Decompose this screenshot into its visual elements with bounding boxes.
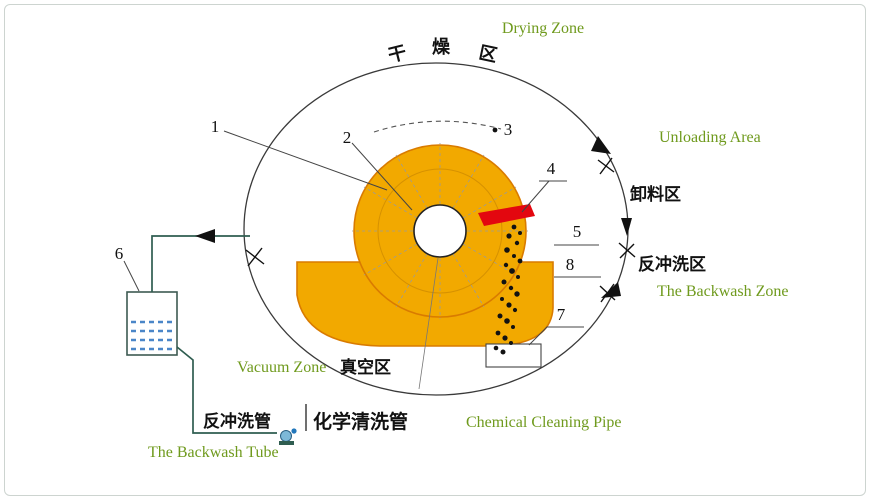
spoke-line <box>363 186 418 219</box>
label-unloading-area-cn: 卸料区 <box>630 184 681 205</box>
particle-dot <box>512 254 516 258</box>
particle-dot <box>495 330 501 336</box>
pump-icon <box>279 428 297 445</box>
particle-dot <box>503 262 509 268</box>
label-vacuum-zone-cn: 真空区 <box>340 357 391 378</box>
particle-dot <box>509 341 513 345</box>
spoke-line <box>452 253 485 308</box>
spoke-line <box>462 186 517 219</box>
pump-body <box>280 430 292 442</box>
particle-dot <box>508 285 514 291</box>
particle-dot <box>506 302 512 308</box>
rotation-arrow-right <box>621 218 632 236</box>
label-unloading-area-en: Unloading Area <box>659 129 761 146</box>
collection-box <box>485 343 542 368</box>
particle-dot <box>502 335 508 341</box>
particle-dot <box>506 233 512 239</box>
label-drying-zone-cn-1: 干 <box>386 42 409 67</box>
scraper-blade <box>478 204 535 226</box>
label-backwash-tube-cn: 反冲洗管 <box>203 411 271 432</box>
backwash-drain-pipe <box>176 346 277 434</box>
label-drying-zone-cn-3: 区 <box>477 42 499 66</box>
pump-valve <box>291 428 297 434</box>
rotation-arc-dot <box>492 127 498 133</box>
callout-leaders <box>123 130 601 346</box>
leader-4 <box>521 180 550 213</box>
zone-tick <box>619 243 635 259</box>
callout-8: 8 <box>566 255 575 274</box>
callout-2: 2 <box>343 128 352 147</box>
spoke-line <box>462 243 517 276</box>
leader-1 <box>223 130 388 191</box>
leader-2 <box>351 142 413 211</box>
callout-5: 5 <box>573 222 582 241</box>
callout-4: 4 <box>547 159 556 178</box>
particle-dot <box>517 258 523 264</box>
zone-tick-left <box>247 247 263 267</box>
label-vacuum-zone-en: Vacuum Zone <box>237 359 326 376</box>
pump-base <box>279 441 294 445</box>
particle-dot <box>504 247 510 253</box>
particle-dot <box>511 224 517 230</box>
particle-dot <box>501 279 507 285</box>
callout-numbers: 1 2 3 4 5 6 7 8 <box>115 117 582 324</box>
particle-dot <box>516 275 520 279</box>
label-drying-zone-cn-2: 燥 <box>432 37 451 58</box>
spoke-line <box>452 154 485 209</box>
rotation-arrow-top <box>591 136 611 154</box>
backwash-supply-pipe <box>151 235 250 292</box>
backwash-tank-water <box>131 320 173 351</box>
callout-6: 6 <box>115 244 124 263</box>
zone-tick <box>600 283 615 303</box>
spoke-line <box>395 154 428 209</box>
leader-6 <box>123 260 140 292</box>
callout-7: 7 <box>557 305 566 324</box>
particle-dot <box>497 313 503 319</box>
callout-3: 3 <box>504 120 513 139</box>
particle-dot <box>514 291 520 297</box>
label-backwash-tube-en: The Backwash Tube <box>148 444 279 461</box>
flow-arrow-left <box>195 229 215 243</box>
discharge-particles <box>493 224 523 355</box>
backwash-tank <box>126 291 178 356</box>
particle-dot <box>493 345 499 351</box>
particle-dot <box>514 240 520 246</box>
label-backwash-zone-cn: 反冲洗区 <box>638 254 706 275</box>
label-chemical-pipe-en: Chemical Cleaning Pipe <box>466 414 622 431</box>
callout-1: 1 <box>211 117 220 136</box>
label-drying-zone-en: Drying Zone <box>502 20 584 37</box>
label-backwash-zone-en: The Backwash Zone <box>657 283 789 300</box>
particle-dot <box>504 318 510 324</box>
disc-ring-inner-line <box>377 168 503 294</box>
leader-7 <box>528 326 584 346</box>
particle-dot <box>500 349 506 355</box>
particle-dot <box>511 325 515 329</box>
zone-tick <box>618 242 636 258</box>
rotation-arc <box>373 120 502 133</box>
particle-dot <box>512 307 518 313</box>
particle-dot <box>518 231 522 235</box>
zone-tick <box>599 157 613 175</box>
particle-dot <box>500 297 504 301</box>
particle-dot <box>509 268 515 274</box>
zone-markers <box>245 136 636 303</box>
label-chemical-pipe-cn: 化学清洗管 <box>313 410 408 433</box>
spoke-line <box>363 243 418 276</box>
disc-spokes <box>352 143 528 319</box>
spoke-line <box>395 253 428 308</box>
vacuum-zone-leader <box>418 257 439 390</box>
disc-hub <box>413 204 467 258</box>
